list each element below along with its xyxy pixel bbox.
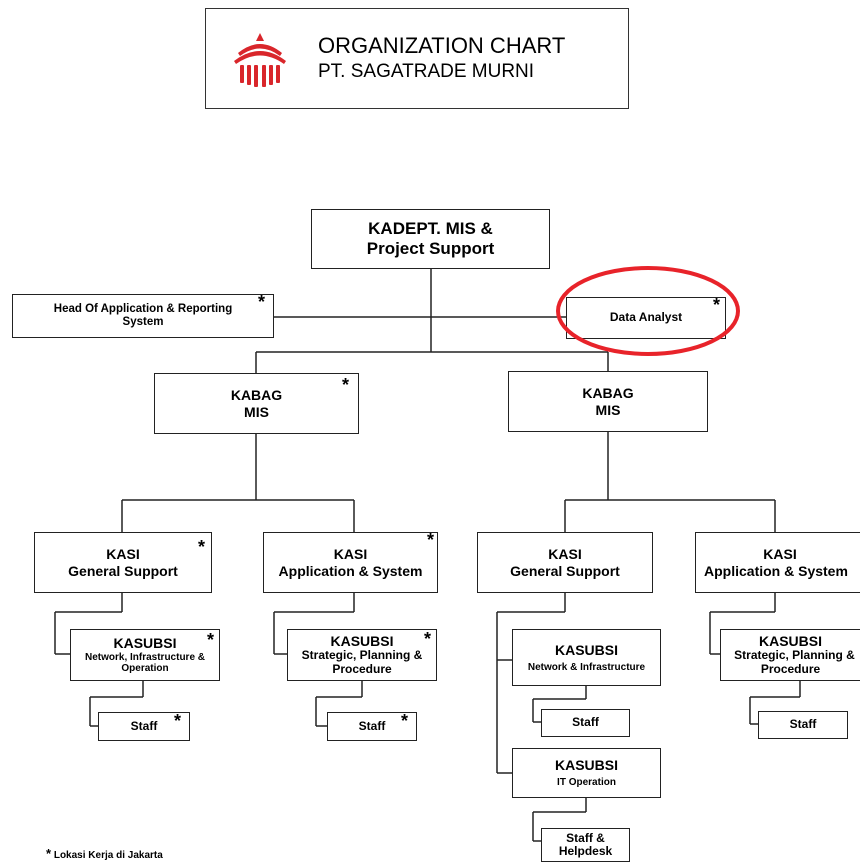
box-line: KABAG: [582, 385, 634, 402]
box-line: General Support: [510, 562, 620, 579]
chart-header: ORGANIZATION CHART PT. SAGATRADE MURNI: [205, 8, 629, 109]
jakarta-star: *: [427, 530, 435, 550]
box-line: Network & Infrastructure: [527, 661, 646, 673]
jakarta-star: *: [258, 292, 266, 312]
box-data-analyst: Data Analyst: [566, 297, 726, 339]
legend-text: Lokasi Kerja di Jakarta: [53, 850, 163, 861]
box-line: Staff: [789, 717, 817, 732]
jakarta-star: *: [424, 629, 432, 649]
box-kasi-general-support-left: KASI General Support: [34, 532, 212, 593]
box-kabag-mis-left: KABAG MIS: [154, 373, 359, 434]
jakarta-star: *: [174, 711, 182, 731]
box-line: Procedure: [332, 662, 392, 677]
jakarta-star: *: [401, 711, 409, 731]
legend-symbol: *: [46, 846, 52, 861]
company-name: PT. SAGATRADE MURNI: [318, 61, 535, 82]
box-kasi-application-system-right: KASI Application & System: [695, 532, 860, 593]
chart-title: ORGANIZATION CHART: [318, 33, 566, 58]
box-line: MIS: [595, 401, 621, 418]
box-kasubsi-it-operation: KASUBSI IT Operation: [512, 748, 661, 798]
box-kasubsi-strategic-planning-left: KASUBSI Strategic, Planning & Procedure: [287, 629, 437, 681]
box-staff-helpdesk: Staff & Helpdesk: [541, 828, 630, 862]
box-kasubsi-network-infrastructure: KASUBSI Network & Infrastructure: [512, 629, 661, 686]
box-staff: Staff: [758, 711, 848, 739]
legend-note: * Lokasi Kerja di Jakarta: [46, 846, 163, 861]
box-line: KASI: [763, 546, 797, 563]
box-line: KABAG: [230, 387, 283, 404]
box-kasi-application-system-left: KASI Application & System: [263, 532, 438, 593]
box-kasubsi-network-infrastructure-operation: KASUBSI Network, Infrastructure & Operat…: [70, 629, 220, 681]
box-line: Project Support: [366, 239, 495, 258]
box-line: KADEPT. MIS &: [368, 219, 493, 239]
box-line: Head Of Application & Reporting: [53, 302, 233, 315]
box-line: Procedure: [760, 662, 821, 677]
box-line: KASI: [548, 546, 582, 563]
box-line: Operation: [121, 663, 169, 675]
box-line: KASUBSI: [554, 641, 618, 658]
box-line: IT Operation: [557, 777, 616, 789]
box-line: Application & System: [704, 562, 848, 579]
box-line: Staff: [572, 715, 599, 730]
box-line: Strategic, Planning &: [301, 648, 423, 663]
box-staff: Staff: [541, 709, 630, 737]
box-line: KASUBSI: [330, 633, 394, 650]
box-line: Staff &: [566, 830, 605, 845]
box-line: Staff: [130, 718, 158, 733]
box-staff: Staff: [98, 712, 190, 741]
jakarta-star: *: [713, 295, 721, 315]
jakarta-star: *: [207, 630, 215, 650]
box-line: Network, Infrastructure &: [84, 651, 206, 663]
box-kadept-mis-project-support: KADEPT. MIS & Project Support: [311, 209, 550, 269]
box-line: KASI: [333, 546, 368, 563]
box-line: MIS: [244, 403, 269, 420]
box-line: System: [122, 316, 164, 328]
box-line: Strategic, Planning &: [734, 648, 855, 663]
box-line: KASUBSI: [758, 633, 822, 650]
company-logo-icon: [234, 33, 286, 87]
box-kasi-general-support-right: KASI General Support: [477, 532, 653, 593]
box-head-application-reporting: Head Of Application & Reporting System: [12, 294, 274, 338]
box-line: Helpdesk: [558, 844, 613, 858]
box-line: KASI: [106, 546, 140, 563]
box-kasubsi-strategic-planning-right: KASUBSI Strategic, Planning & Procedure: [720, 629, 860, 681]
box-line: General Support: [68, 562, 178, 579]
box-line: Application & System: [278, 562, 423, 579]
box-line: KASUBSI: [554, 757, 618, 774]
box-staff: Staff: [327, 712, 417, 741]
box-line: Data Analyst: [609, 310, 683, 325]
box-kabag-mis-right: KABAG MIS: [508, 371, 708, 432]
box-line: Staff: [358, 718, 386, 733]
jakarta-star: *: [198, 537, 206, 557]
jakarta-star: *: [342, 375, 350, 395]
box-line: KASUBSI: [113, 635, 177, 652]
